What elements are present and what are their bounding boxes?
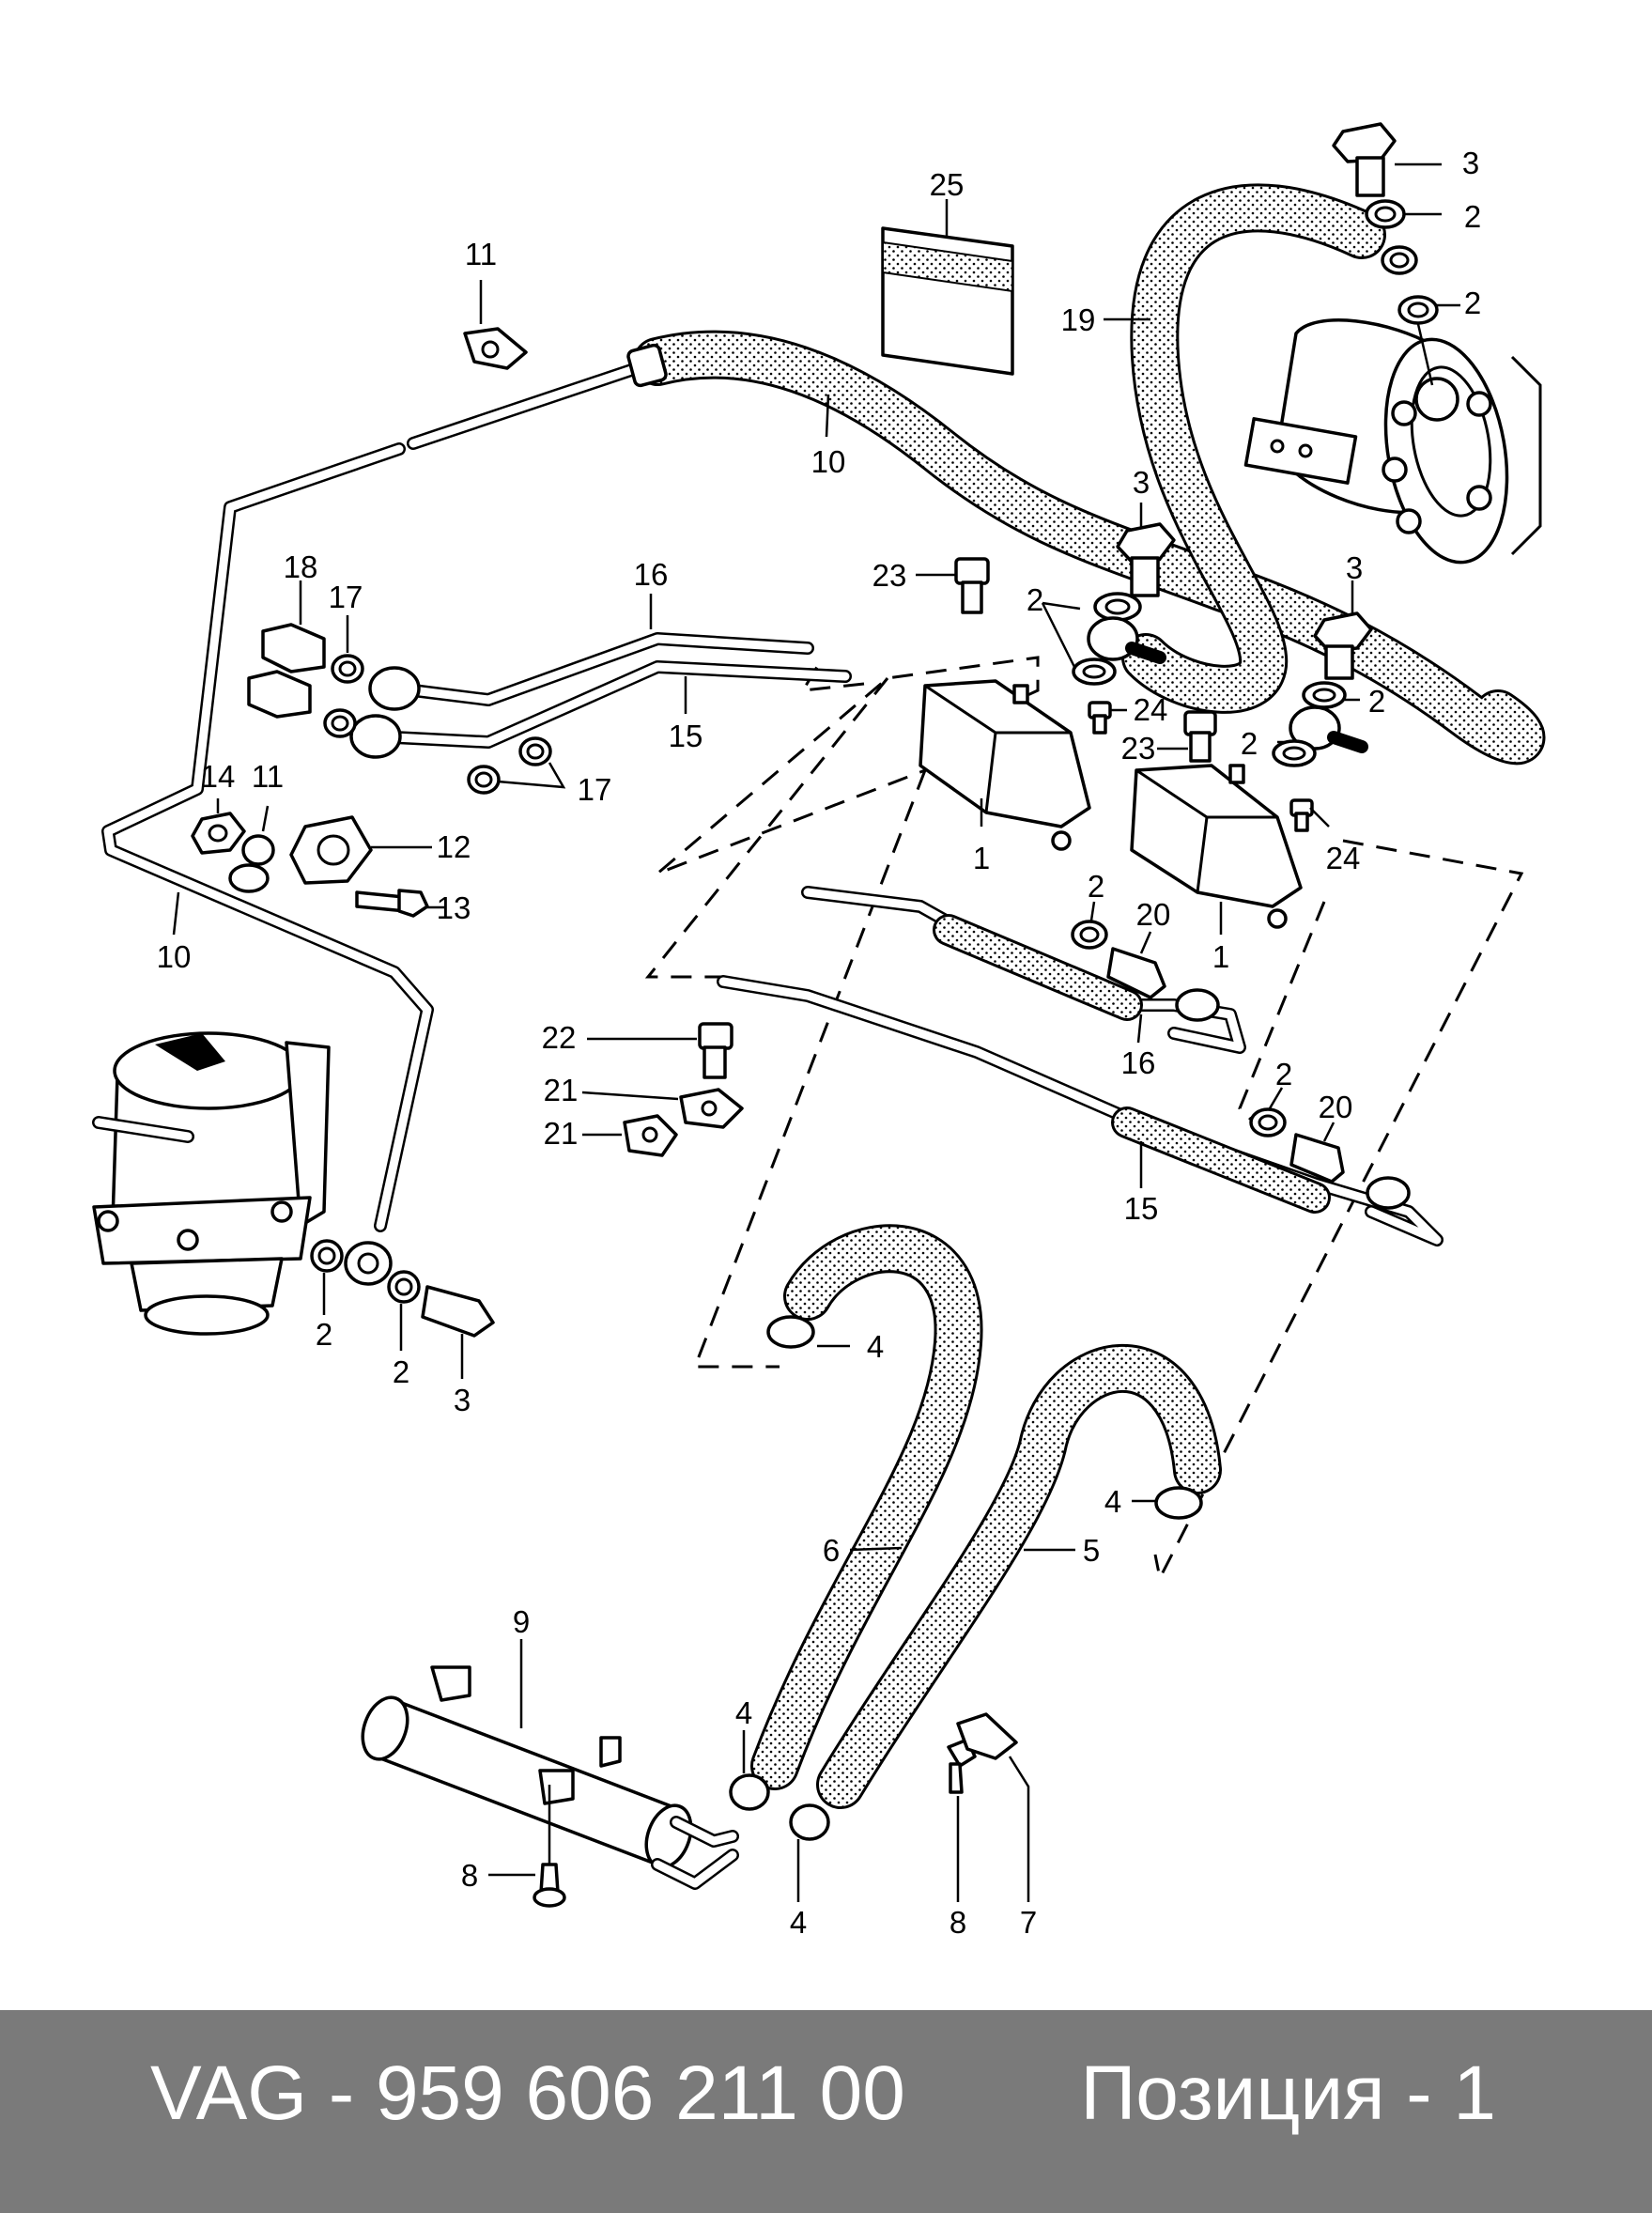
callout-11: 11 [252,759,284,794]
callout-14: 14 [201,759,236,794]
callout-2: 2 [1464,286,1481,320]
fittings-2-20-lower [1249,1087,1345,1184]
part-1-valve-body-left [919,679,1091,851]
banjo-bolt-right [1272,580,1373,767]
part-25-label-sheet [881,199,1014,376]
callout-1: 1 [1212,939,1229,974]
callout-17: 17 [578,772,612,807]
position-label: Позиция - 1 [1080,2051,1496,2136]
callout-24: 24 [1326,841,1361,875]
part-13-bolt [355,889,446,918]
power-steering-pump [1243,318,1542,565]
callout-2: 2 [316,1317,332,1352]
part-12-clamp [289,815,432,885]
banjo-bolt-center [1041,503,1176,686]
callout-15: 15 [1124,1191,1159,1226]
callout-25: 25 [930,167,965,202]
callout-2: 2 [1368,684,1385,719]
callout-4: 4 [790,1905,807,1940]
callout-13: 13 [437,890,471,925]
steering-gear-unit [92,1031,331,1336]
fittings-lower-left [310,1239,495,1379]
part-18-fittings [247,580,326,719]
callout-2: 2 [1275,1057,1292,1091]
callout-16: 16 [634,557,669,592]
part-11-clamp-top [463,280,528,370]
part-22-bolt [587,1022,733,1079]
part-4-clamps [729,1315,1203,1902]
banjo-bolt-top-right [1332,122,1460,386]
callout-23: 23 [1121,731,1156,766]
callout-2: 2 [1241,726,1258,761]
part-14-nut [191,798,246,855]
part-21-clips [581,1088,744,1157]
dashed-assembly-outlines [644,656,1524,1583]
callout-3: 3 [1346,550,1363,585]
callout-18: 18 [284,549,318,584]
callout-4: 4 [1104,1484,1121,1519]
callout-5: 5 [1083,1533,1100,1568]
callout-16: 16 [1121,1045,1156,1080]
part-19-pump-hose [1104,183,1386,714]
part-1-valve-body-right [1130,764,1303,935]
callout-1: 1 [973,841,990,875]
callout-3: 3 [454,1383,471,1417]
part-16-line-middle [801,886,1246,1054]
callout-15: 15 [669,719,703,753]
callout-22: 22 [542,1020,577,1055]
callout-20: 20 [1319,1090,1353,1124]
callout-2: 2 [1464,199,1481,234]
callout-19: 19 [1061,302,1096,337]
callout-labels: 25 3 2 2 19 11 10 3 3 23 2 24 2 23 2 24 … [157,146,1482,1940]
callout-2: 2 [393,1354,409,1389]
part-10-upper-hose [101,330,1546,1232]
callout-11: 11 [465,237,497,271]
callout-10: 10 [811,444,846,479]
footer-bar [0,2010,1652,2213]
callout-3: 3 [1462,146,1479,180]
part-11-clamp-left [228,805,275,893]
callout-6: 6 [823,1533,840,1568]
part-24-screws [1088,701,1330,832]
part-7-clip [956,1712,1030,1902]
part-6-return-hose [750,1224,983,1790]
callout-8: 8 [461,1858,478,1893]
callout-24: 24 [1134,692,1168,727]
part-8-screws [488,1738,977,1908]
callout-21: 21 [544,1073,579,1107]
callout-2: 2 [1027,582,1043,617]
callout-7: 7 [1020,1905,1037,1940]
callout-8: 8 [950,1905,966,1940]
power-steering-parts-diagram: 25 3 2 2 19 11 10 3 3 23 2 24 2 23 2 24 … [92,122,1546,1940]
part-15-line-upper [349,660,852,759]
callout-20: 20 [1136,897,1171,932]
callout-12: 12 [437,829,471,864]
fittings-2-20-upper [1071,901,1166,999]
misc-leaders [172,394,830,936]
callout-4: 4 [867,1329,884,1364]
callout-4: 4 [735,1695,752,1730]
part-number-label: VAG - 959 606 211 00 [150,2051,905,2136]
part-5-supply-hose [816,1343,1222,1809]
part-15-line-middle [717,975,1444,1246]
part-16-line-upper [368,594,814,711]
callout-23: 23 [872,558,907,593]
callout-2: 2 [1088,869,1104,904]
callout-3: 3 [1133,465,1150,500]
part-17-washers [323,615,566,795]
callout-17: 17 [329,580,363,614]
callout-21: 21 [544,1116,579,1151]
part-23-bolts [916,557,1217,763]
callout-9: 9 [513,1604,530,1639]
callout-10: 10 [157,939,192,974]
part-9-oil-cooler [361,1639,739,1890]
